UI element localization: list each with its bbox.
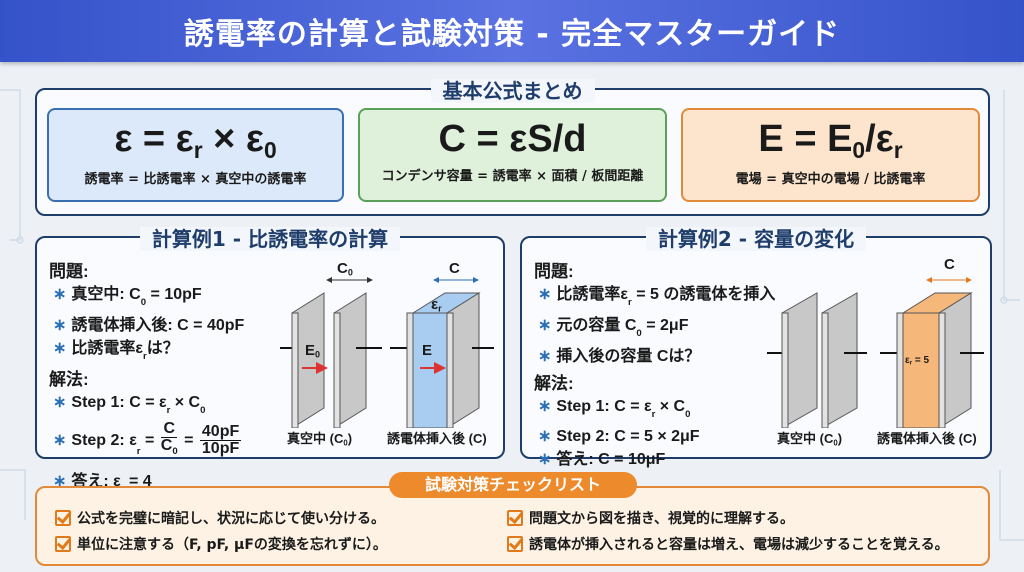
problem-item: 比誘電率εr = 5 の誘電体を挿入: [556, 286, 776, 308]
dielectric-capacitor: [390, 277, 494, 428]
formula-summary-panel: 基本公式まとめ ε = εr × ε0 誘電率 = 比誘電率 × 真空中の誘電率…: [35, 79, 990, 216]
checklist-item: 公式を完璧に暗記し、状況に応じて使い分ける。: [55, 508, 385, 528]
problem-item: 元の容量 C0 = 2μF: [556, 316, 689, 339]
example2-panel: 計算例2 - 容量の変化 問題: ∗比誘電率εr = 5 の誘電体を挿入 ∗元の…: [520, 227, 992, 468]
checkbox-checked-icon: [55, 536, 71, 552]
vacuum-caption: 真空中 (C0): [287, 431, 353, 448]
epsilon-label: εr = 5: [905, 355, 930, 367]
answer: 答え: C = 10μF: [556, 451, 666, 469]
capacitance-formula: C = εS/d: [438, 118, 587, 160]
checklist-item: 問題文から図を描き、視覚的に理解する。: [507, 508, 794, 528]
problem-item: 真空中: C0 = 10pF: [71, 286, 202, 308]
solution-label: 解法:: [49, 369, 89, 389]
capacitance-formula-card: C = εS/d コンデンサ容量 = 誘電率 × 面積 / 板間距離: [358, 108, 667, 202]
problem-label: 問題:: [534, 262, 574, 281]
permittivity-formula-desc: 誘電率 = 比誘電率 × 真空中の誘電率: [84, 171, 307, 187]
capacitance-formula-desc: コンデンサ容量 = 誘電率 × 面積 / 板間距離: [381, 169, 644, 184]
gap-label-c0: C0: [337, 260, 353, 278]
solution-step-1: Step 1: C = εr × C0: [556, 397, 691, 420]
permittivity-formula-card: ε = εr × ε0 誘電率 = 比誘電率 × 真空中の誘電率: [47, 108, 344, 202]
vacuum-caption: 真空中 (C0): [777, 431, 843, 448]
field-formula-desc: 電場 = 真空中の電場 / 比誘電率: [735, 171, 926, 187]
example1-panel: 計算例1 - 比誘電率の計算 問題: ∗真空中: C0 = 10pF ∗誘電体挿…: [35, 227, 505, 495]
epsilon-label: εr: [431, 296, 442, 314]
dielectric-caption: 誘電体挿入後 (C): [387, 431, 487, 446]
field-formula-card: E = E0/εr 電場 = 真空中の電場 / 比誘電率: [681, 108, 980, 202]
checklist-item: 誘電体が挿入されると容量は増え、電場は減少することを覚える。: [507, 534, 949, 554]
gap-label-c: C: [944, 256, 955, 273]
checklist-panel: 試験対策チェックリスト 公式を完璧に暗記し、状況に応じて使い分ける。 単位に注意…: [35, 472, 990, 566]
checklist-item: 単位に注意する（F, pF, μFの変換を忘れずに）。: [55, 534, 387, 554]
problem-label: 問題:: [49, 262, 89, 281]
checklist-title: 試験対策チェックリスト: [389, 472, 637, 498]
formula-summary-title: 基本公式まとめ: [430, 79, 595, 103]
capacitor-diagram-2: [767, 277, 984, 428]
problem-item: 挿入後の容量 Cは？: [556, 347, 701, 365]
checkbox-checked-icon: [55, 510, 71, 526]
gap-label-c: C: [449, 260, 460, 277]
capacitor-diagram-1: [280, 277, 494, 428]
checkbox-checked-icon: [507, 510, 523, 526]
solution-step-1: Step 1: C = εr × C0: [71, 393, 206, 416]
solution-label: 解法:: [534, 373, 574, 393]
vacuum-capacitor: [280, 277, 382, 428]
field-formula: E = E0/εr: [758, 118, 903, 163]
problem-item: 比誘電率εrは？: [71, 339, 179, 362]
permittivity-formula: ε = εr × ε0: [114, 118, 277, 163]
dielectric-caption: 誘電体挿入後 (C): [877, 431, 977, 446]
field-label-e0: E0: [305, 342, 321, 360]
page-title: 誘電率の計算と試験対策 - 完全マスターガイド: [0, 0, 1024, 62]
example1-title: 計算例1 - 比誘電率の計算: [139, 227, 401, 251]
problem-item: 誘電体挿入後: C = 40pF: [71, 316, 245, 334]
solution-step-2: Step 2: C = 5 × 2μF: [556, 428, 700, 446]
example2-title: 計算例2 - 容量の変化: [645, 227, 867, 251]
checkbox-checked-icon: [507, 536, 523, 552]
field-label-e: E: [422, 342, 433, 359]
